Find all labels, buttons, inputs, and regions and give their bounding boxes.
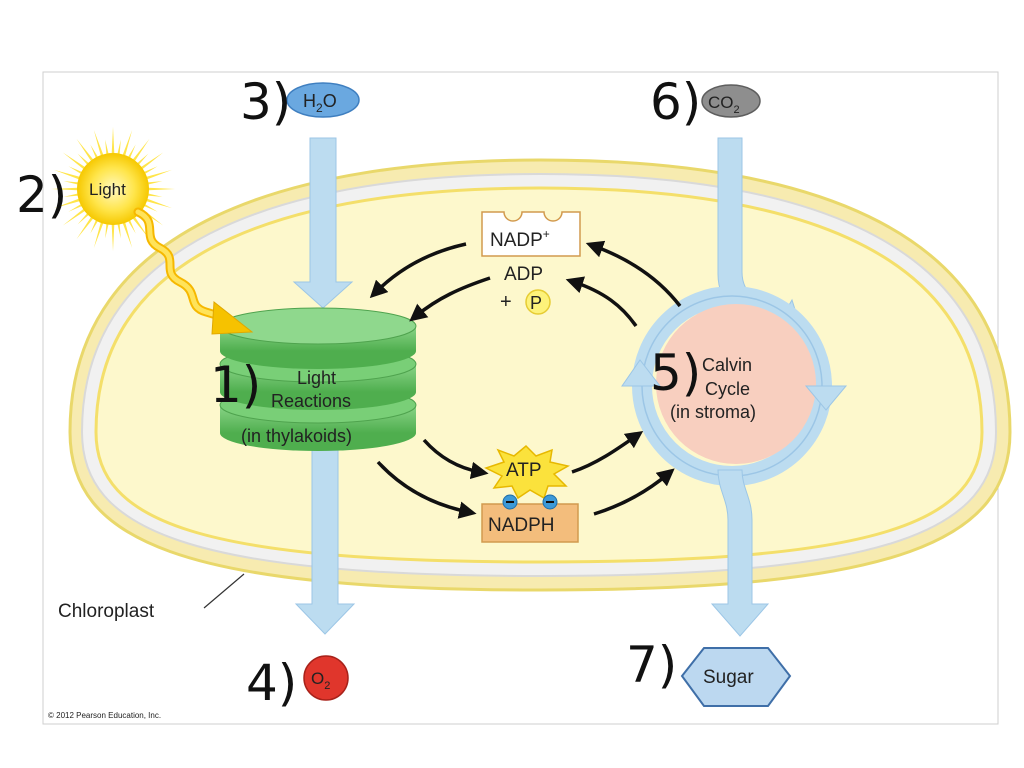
calvin-cycle [621,286,848,486]
step-number-1: 1) [210,356,261,414]
svg-text:CO2: CO2 [708,93,740,116]
oxygen-molecule: O2 [303,655,349,701]
phosphate-badge: P [525,289,551,315]
chloroplast-label: Chloroplast [58,601,155,622]
svg-text:Sugar: Sugar [703,667,754,688]
calvin-line3: (in stroma) [670,402,756,422]
copyright: © 2012 Pearson Education, Inc. [48,711,161,720]
atp-label: ATP [506,460,542,481]
nadp-label: NADP+ [490,227,550,251]
light-wave-arrow [133,207,254,335]
sugar-flow-arrow [710,469,770,637]
sun-ray [111,216,115,251]
light-reactions-line3: (in thylakoids) [241,426,352,446]
chloroplast-leader-line [203,573,245,609]
nadph-label: NADPH [488,515,555,536]
sun-ray [111,127,115,162]
oxygen-flow-arrow [294,449,356,635]
nadph-box: NADPH [481,494,579,543]
svg-text:O2: O2 [311,669,330,692]
step-number-6: 6) [650,73,701,131]
adp-label: ADP [504,264,543,285]
sun-ray [51,187,86,191]
step-number-2: 2) [16,166,67,224]
water-flow-arrow [292,137,354,309]
svg-text:H2O: H2O [303,91,337,115]
atp-burst: ATP [484,444,571,500]
step-number-4: 4) [246,654,297,712]
water-molecule: H2O [286,82,360,118]
sun-ray [140,187,175,191]
calvin-line1: Calvin [702,355,752,375]
step-number-7: 7) [626,636,677,694]
co2-molecule: CO2 [701,84,761,118]
light-label: Light [89,180,126,199]
plus-sign: + [500,291,512,313]
cycle-arrows [369,240,682,519]
sugar-molecule: Sugar [680,647,792,707]
thylakoid-stack [219,307,417,451]
nadp-box: NADP+ [481,211,581,257]
calvin-line2: Cycle [705,379,750,399]
step-number-3: 3) [240,73,291,131]
svg-text:P: P [530,293,542,313]
light-reactions-line1: Light [297,368,336,388]
light-reactions-line2: Reactions [271,391,351,411]
step-number-5: 5) [650,344,701,402]
